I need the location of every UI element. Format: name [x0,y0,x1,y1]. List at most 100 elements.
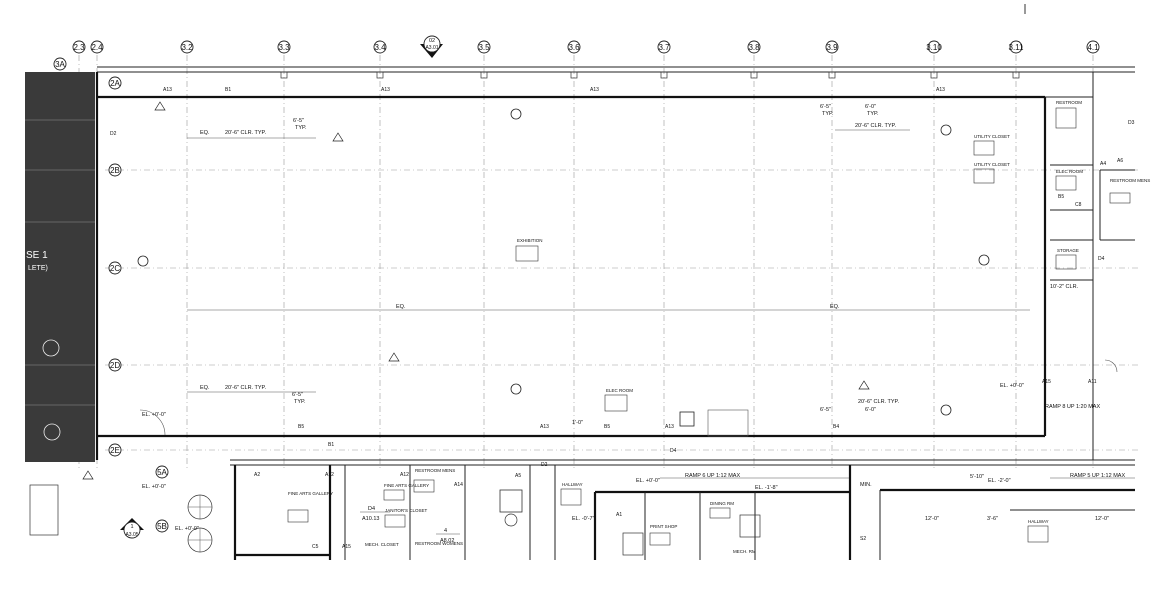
svg-text:3.6: 3.6 [568,43,580,52]
svg-text:RESTROOM: RESTROOM [1056,100,1082,105]
svg-text:A13: A13 [540,424,549,430]
svg-text:A3.01: A3.01 [425,45,438,51]
elevations-and-ramps: EL. +0'-0" EL. +0'-0" EL. +0'-0" EL. +0'… [142,383,1135,532]
svg-text:A15: A15 [1042,379,1051,385]
svg-text:A13: A13 [936,87,945,93]
svg-text:3.3: 3.3 [278,43,290,52]
svg-text:A13: A13 [665,424,674,430]
svg-text:RAMP 5 UP 1:12 MAX: RAMP 5 UP 1:12 MAX [1070,473,1125,479]
svg-text:HALLWAY: HALLWAY [562,482,583,487]
svg-text:3.5: 3.5 [478,43,490,52]
svg-text:B5: B5 [1058,194,1064,200]
svg-text:A14: A14 [454,482,463,488]
svg-text:A6: A6 [1117,158,1123,164]
svg-text:TYP.: TYP. [294,399,306,405]
svg-text:RAMP 8 UP 1:20 MAX: RAMP 8 UP 1:20 MAX [1045,404,1100,410]
svg-text:3.4: 3.4 [374,43,386,52]
svg-text:D4: D4 [368,506,375,512]
wall-type-tags: A13 B1 A13 A13 A13 D2 B5 B1 A13 B5 A13 B… [110,87,1135,550]
grid-bubble: 5B [155,519,169,533]
svg-text:EQ.: EQ. [396,304,406,310]
svg-text:3.7: 3.7 [658,43,670,52]
svg-text:B5: B5 [298,424,304,430]
svg-text:02: 02 [429,38,435,44]
svg-text:1: 1 [130,524,133,530]
section-marker-bottom: 1 A3.05 [120,518,144,539]
svg-text:D2: D2 [110,131,117,137]
svg-text:EL. +0'-0": EL. +0'-0" [175,526,199,532]
svg-text:3.11: 3.11 [1009,43,1025,52]
svg-text:D3: D3 [1128,120,1135,126]
svg-text:A13: A13 [163,87,172,93]
lower-rooms-walls [233,465,1135,560]
svg-text:EL. +0'-0": EL. +0'-0" [1000,383,1024,389]
right-side-rooms [139,164,1135,436]
svg-text:FINE ARTS GALLERY: FINE ARTS GALLERY [288,491,333,496]
svg-text:3A: 3A [55,60,65,69]
svg-text:EL. -1'-8": EL. -1'-8" [755,485,778,491]
svg-text:A5: A5 [515,473,521,479]
svg-text:MECH. CLOSET: MECH. CLOSET [365,542,399,547]
grid-bubble: 2.4 [90,40,104,54]
section-marker-top: 02 A3.01 [420,35,443,58]
svg-text:D2: D2 [541,462,548,468]
svg-text:ELEC ROOM: ELEC ROOM [606,388,633,393]
room-labels: EXHIBITION UTILITY CLOSET UTILITY CLOSET… [287,100,1150,554]
svg-text:2.3: 2.3 [73,43,85,52]
svg-text:TYP.: TYP. [822,111,834,117]
svg-text:EL. +0'-0": EL. +0'-0" [142,484,166,490]
svg-text:A12: A12 [400,472,409,478]
svg-text:A11: A11 [1088,379,1097,385]
existing-phase-area: SE 1 LETE) [25,72,95,462]
svg-text:6'-0": 6'-0" [865,407,876,413]
row-grid-lines [105,169,1140,451]
svg-text:RESTROOM MENS: RESTROOM MENS [1110,178,1150,183]
grid-bubble: 4.1 [1086,40,1100,54]
svg-text:20'-6" CLR. TYP.: 20'-6" CLR. TYP. [225,130,266,136]
svg-text:2A: 2A [110,79,120,88]
grid-bubble: 2.3 [72,40,86,54]
svg-text:20'-6" CLR. TYP.: 20'-6" CLR. TYP. [855,123,896,129]
grid-bubble: 3.4 [373,40,387,54]
svg-text:JANITOR'S CLOSET: JANITOR'S CLOSET [385,508,428,513]
svg-text:12'-0": 12'-0" [925,516,939,522]
svg-text:SE 1: SE 1 [26,250,48,261]
svg-text:PRINT SHOP: PRINT SHOP [650,524,677,529]
grid-bubble: 2D [108,358,122,372]
column-stubs [280,71,1020,79]
svg-text:EL. +0'-0": EL. +0'-0" [142,412,166,418]
svg-text:A3.05: A3.05 [125,532,138,538]
grid-bubble: 3A [53,57,67,71]
svg-text:5B: 5B [157,522,167,531]
svg-text:6'-0": 6'-0" [865,104,876,110]
grid-bubble: 3.9 [825,40,839,54]
svg-text:S2: S2 [860,536,866,542]
grid-bubble: 2A [108,76,122,90]
grid-bubble: 3.7 [657,40,671,54]
svg-text:D4: D4 [1098,256,1105,262]
svg-text:B1: B1 [328,442,334,448]
dimension-lines: EQ. 20'-6" CLR. TYP. EQ. 20'-6" CLR. TYP… [187,104,1109,522]
svg-text:2.4: 2.4 [91,43,103,52]
detail-callout-4: 4 A8.02 [436,528,460,544]
svg-text:A13: A13 [590,87,599,93]
svg-text:FINE ARTS GALLERY: FINE ARTS GALLERY [384,483,429,488]
svg-text:4.1: 4.1 [1087,43,1099,52]
svg-text:B5: B5 [604,424,610,430]
grid-bubble: 3.2 [180,40,194,54]
column-grid-lines [78,55,1094,470]
svg-text:D4: D4 [670,448,677,454]
svg-text:DINING RM: DINING RM [710,501,734,506]
svg-text:C8: C8 [1075,202,1082,208]
svg-text:EL. +0'-0": EL. +0'-0" [636,478,660,484]
svg-text:A10.13: A10.13 [362,516,379,522]
svg-text:A4: A4 [1100,161,1106,167]
svg-text:ELEC ROOM: ELEC ROOM [1056,169,1083,174]
svg-text:RESTROOM MENS: RESTROOM MENS [415,468,455,473]
svg-text:B1: B1 [225,87,231,93]
svg-text:5A: 5A [157,468,167,477]
svg-text:UTILITY CLOSET: UTILITY CLOSET [974,162,1010,167]
svg-text:EQ.: EQ. [200,130,210,136]
grid-bubble: 3.10 [926,40,942,54]
